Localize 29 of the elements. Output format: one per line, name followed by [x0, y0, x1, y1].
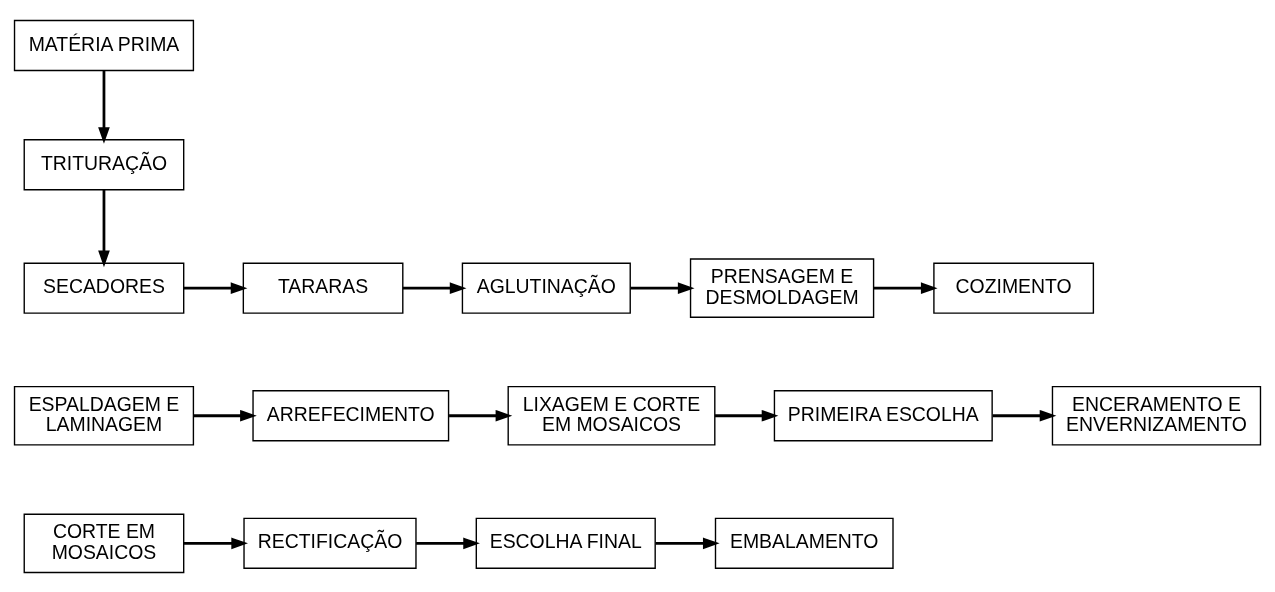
node-box: COZIMENTO — [933, 262, 1095, 314]
node-box: TRITURAÇÃO — [23, 138, 185, 190]
arrow — [992, 409, 1057, 422]
node-box: ARREFECIMENTO — [252, 389, 450, 441]
arrow — [98, 70, 110, 144]
arrow — [193, 409, 257, 422]
arrow — [98, 189, 110, 267]
node-box: RECTIFICAÇÃO — [243, 517, 417, 569]
node-box: PRENSAGEM E DESMOLDAGEM — [689, 257, 875, 318]
node-box: TARARAS — [242, 262, 404, 314]
node-box: EMBALAMENTO — [714, 517, 894, 569]
arrow — [184, 281, 248, 294]
arrow — [630, 281, 695, 294]
arrow — [873, 281, 938, 294]
node-box: CORTE EM MOSAICOS — [23, 513, 185, 573]
node-box: ESCOLHA FINAL — [475, 517, 656, 569]
node-box: ENCERAMENTO E ENVERNIZAMENTO — [1051, 385, 1262, 446]
node-box: MATÉRIA PRIMA — [13, 19, 195, 71]
arrow — [183, 537, 248, 549]
node-box: LIXAGEM E CORTE EM MOSAICOS — [507, 385, 716, 446]
arrow — [402, 281, 467, 294]
arrow — [449, 409, 513, 422]
arrow — [715, 409, 779, 422]
node-box: ESPALDAGEM E LAMINAGEM — [13, 385, 195, 446]
node-box: PRIMEIRA ESCOLHA — [773, 389, 993, 441]
node-box: SECADORES — [23, 262, 185, 314]
arrow — [416, 537, 480, 549]
arrow — [655, 537, 720, 549]
node-box: AGLUTINAÇÃO — [461, 262, 631, 314]
